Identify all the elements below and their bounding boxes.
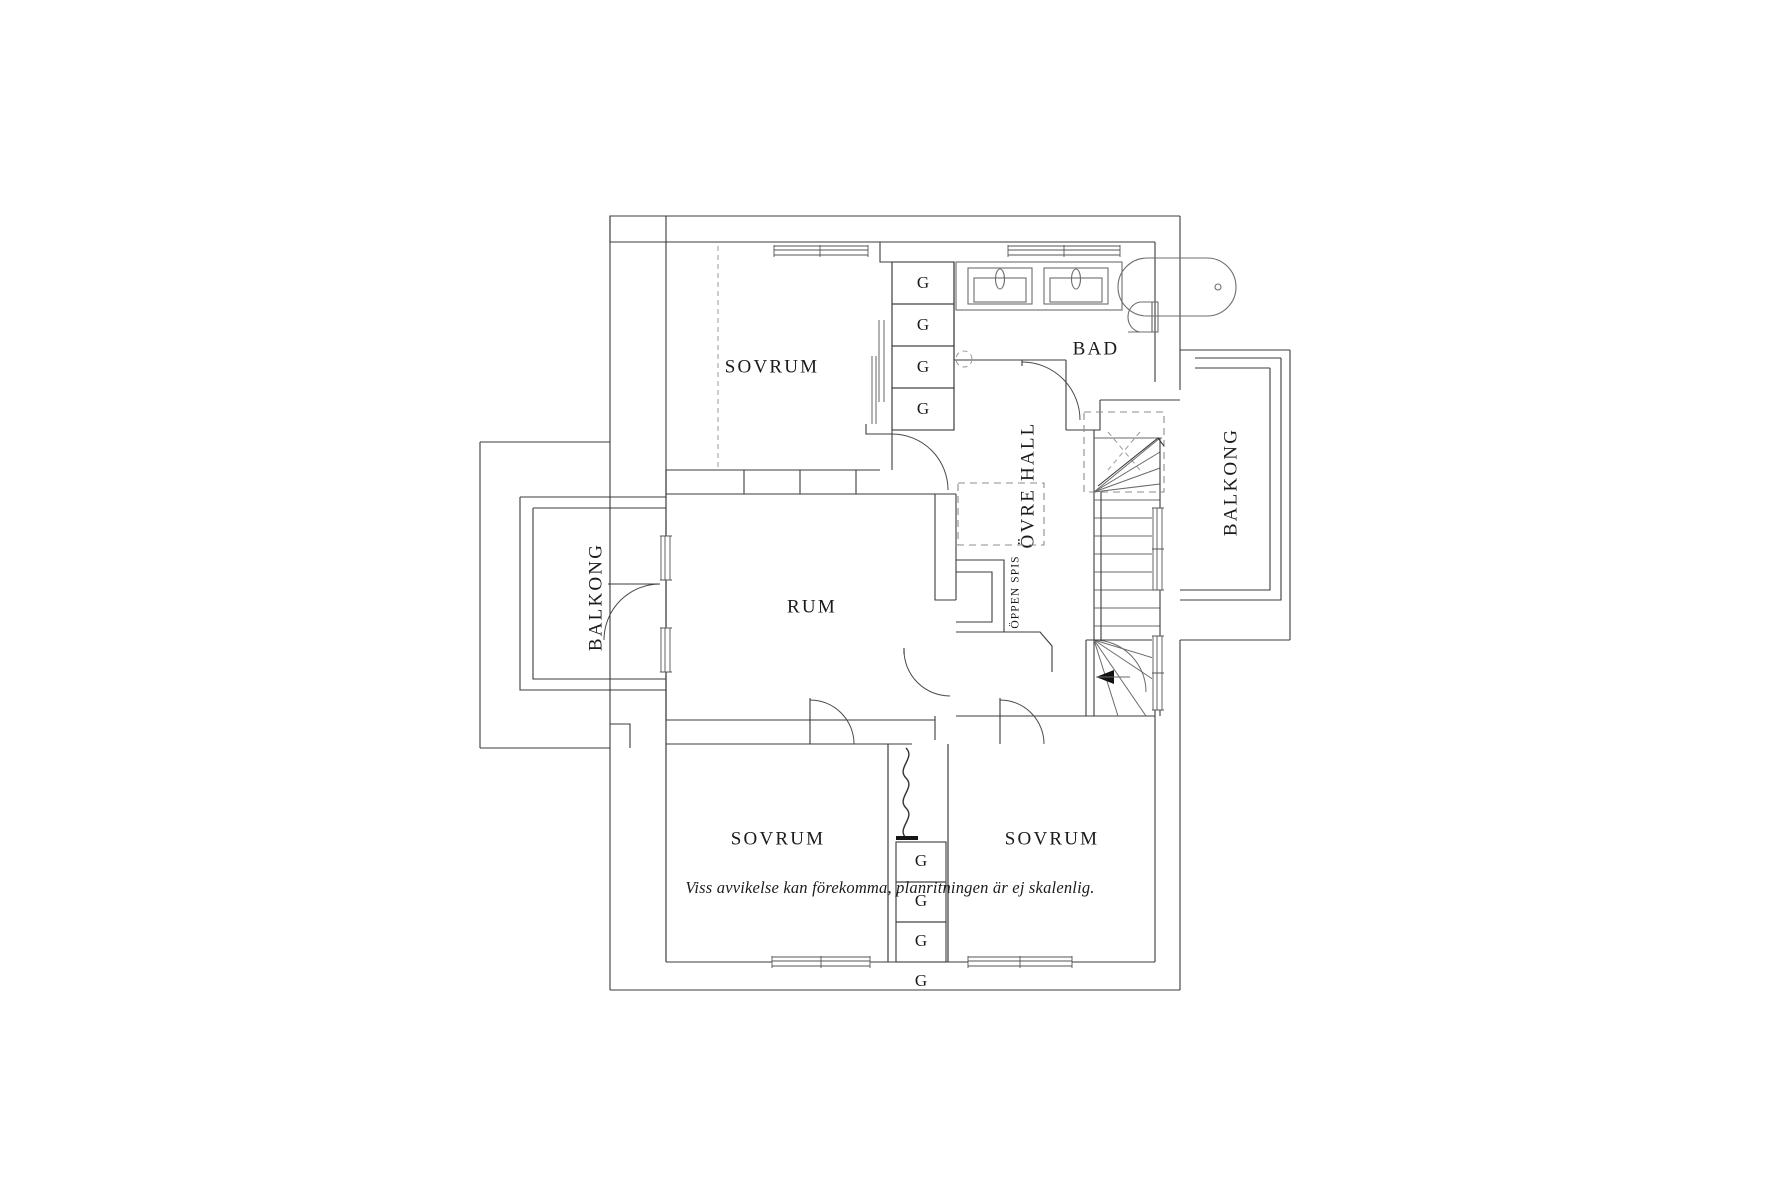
fireplace [935,559,1053,672]
chimney-flue [896,747,918,840]
closet-label-bottom-4: G [915,971,927,990]
toilet [1127,301,1159,333]
wall-jogs [610,720,667,748]
window-bottom-left [771,956,871,968]
door-sovrum-bottom-left [809,698,855,745]
room-label-balkong-right: BALKONG [1220,428,1241,536]
balcony-left-structure [519,496,666,691]
room-label-balkong-left: BALKONG [585,543,606,651]
door-bedroom-top-left [891,433,949,491]
closet-label-top-1: G [917,273,929,292]
balcony-door-upper [660,535,672,581]
door-hall-to-rum [903,648,951,697]
balcony-door-lower [660,627,672,673]
balcony-right-structure [1180,357,1282,601]
vanity-counter [955,261,1123,311]
room-label-bad: BAD [1073,338,1120,359]
plan-disclaimer-caption: Viss avvikelse kan förekomma, planritnin… [685,878,1095,897]
room-label-sovrum-bottom-left: SOVRUM [731,828,826,849]
window-bathroom [1007,245,1121,257]
window-bottom-right [967,956,1073,968]
closet-label-top-4: G [917,399,929,418]
room-label-sovrum-bottom-right: SOVRUM [1005,828,1100,849]
closet-label-bottom-2: G [915,891,927,910]
hall-recess-dashed [957,482,1045,546]
room-sovrum-bottom-left [665,744,889,962]
room-label-rum: RUM [787,596,837,617]
closet-label-top-3: G [917,357,929,376]
room-label-ovre-hall: ÖVRE HALL [1017,422,1038,549]
hall-structure [934,399,1180,740]
window-stair [1152,507,1164,711]
fireplace-label: ÖPPEN SPIS [1008,555,1022,628]
window-top-left [773,245,869,257]
door-balcony-left-arc [603,583,661,641]
room-label-sovrum-top-left: SOVRUM [725,356,820,377]
closet-column-top [865,261,955,435]
bathtub [1117,257,1237,317]
closet-label-bottom-3: G [915,931,927,950]
door-bathroom [1021,360,1081,421]
door-sovrum-bottom-right [999,698,1045,745]
closet-label-bottom-1: G [915,851,927,870]
closet-label-top-2: G [917,315,929,334]
